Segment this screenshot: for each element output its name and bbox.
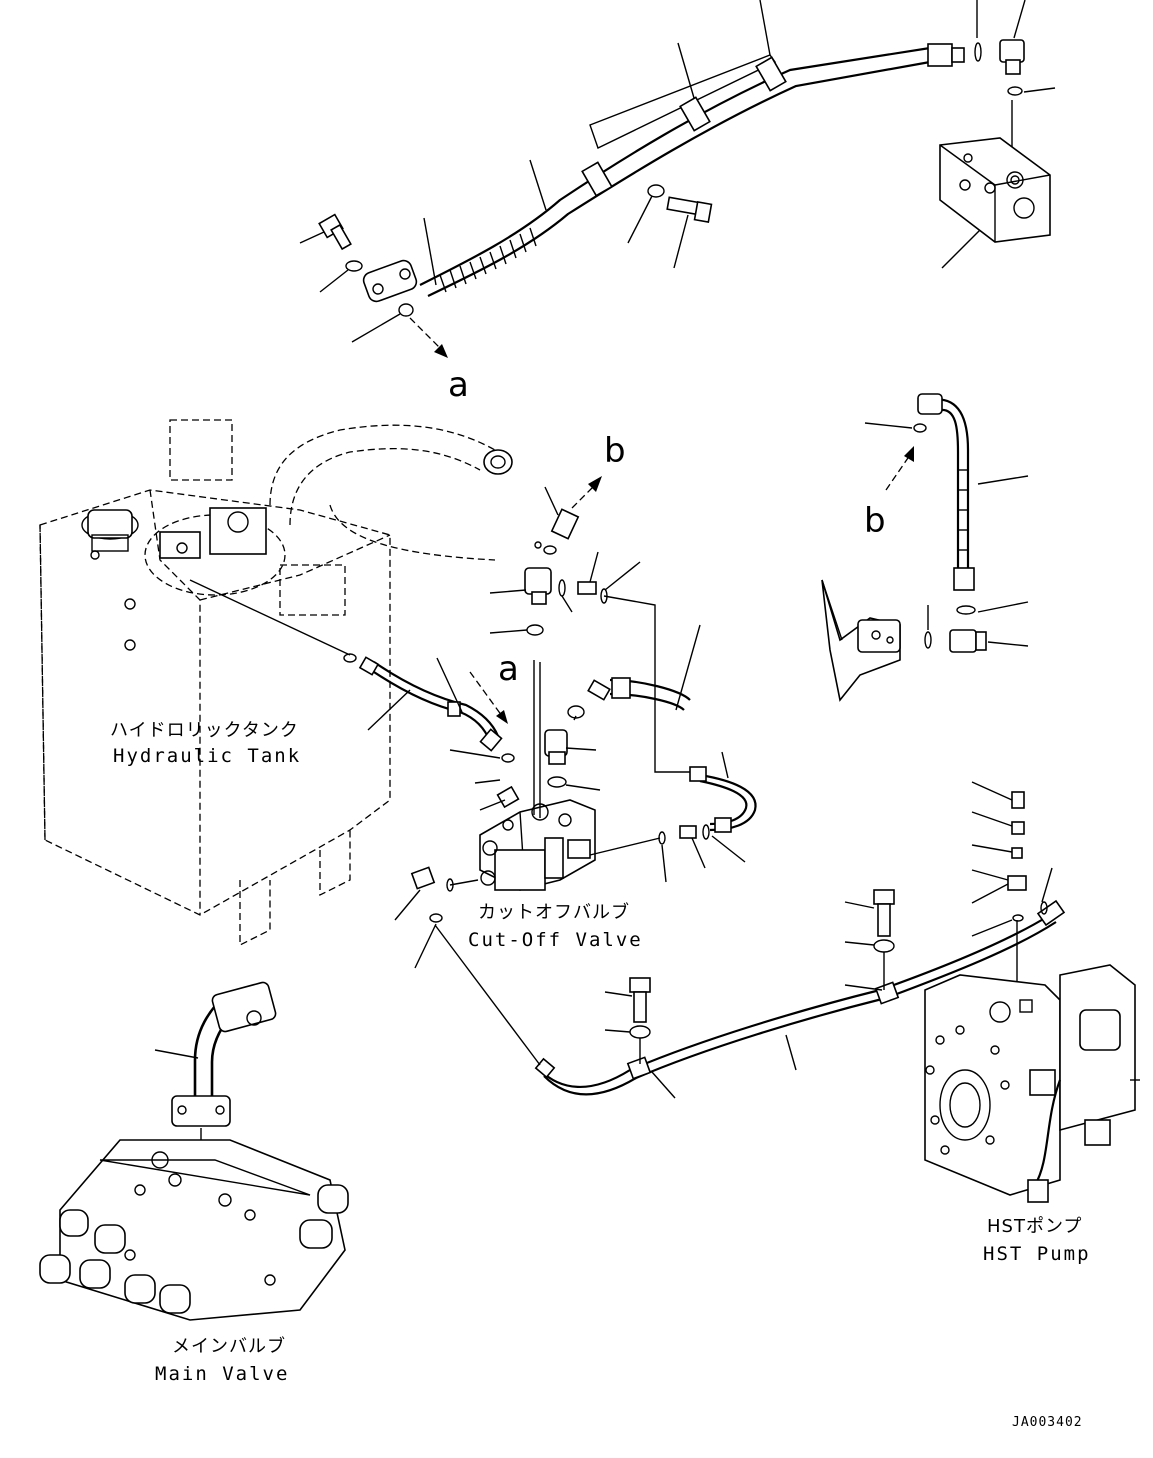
connection-marker-b-center: b xyxy=(604,431,626,471)
top-hose-assembly xyxy=(299,0,1056,358)
main-valve xyxy=(39,981,349,1321)
lower-hose-assembly xyxy=(434,781,1066,1099)
hydraulic-tank-label-jp: ハイドロリックタンク xyxy=(110,720,299,741)
hst-pump xyxy=(924,964,1140,1203)
main-valve-label-jp: メインバルブ xyxy=(172,1335,286,1357)
right-hose-assembly xyxy=(821,393,1029,702)
hydraulic-tank xyxy=(39,419,513,947)
connection-marker-a-top: a xyxy=(448,365,469,405)
hst-pump-label-jp: HSTポンプ xyxy=(987,1216,1082,1237)
cut-off-valve-label-jp: カットオフバルブ xyxy=(478,901,630,923)
hydraulic-tank-label-en: Hydraulic Tank xyxy=(113,745,301,767)
junction-block xyxy=(939,137,1051,243)
drawing-code: JA003402 xyxy=(1012,1415,1083,1430)
hst-pump-label-en: HST Pump xyxy=(983,1243,1091,1265)
connection-marker-a-center: a xyxy=(498,649,519,689)
main-valve-label-en: Main Valve xyxy=(155,1363,289,1385)
cut-off-valve-label-en: Cut-Off Valve xyxy=(468,929,643,951)
cut-off-valve-assembly xyxy=(189,476,757,969)
connection-marker-b-right: b xyxy=(864,501,886,541)
